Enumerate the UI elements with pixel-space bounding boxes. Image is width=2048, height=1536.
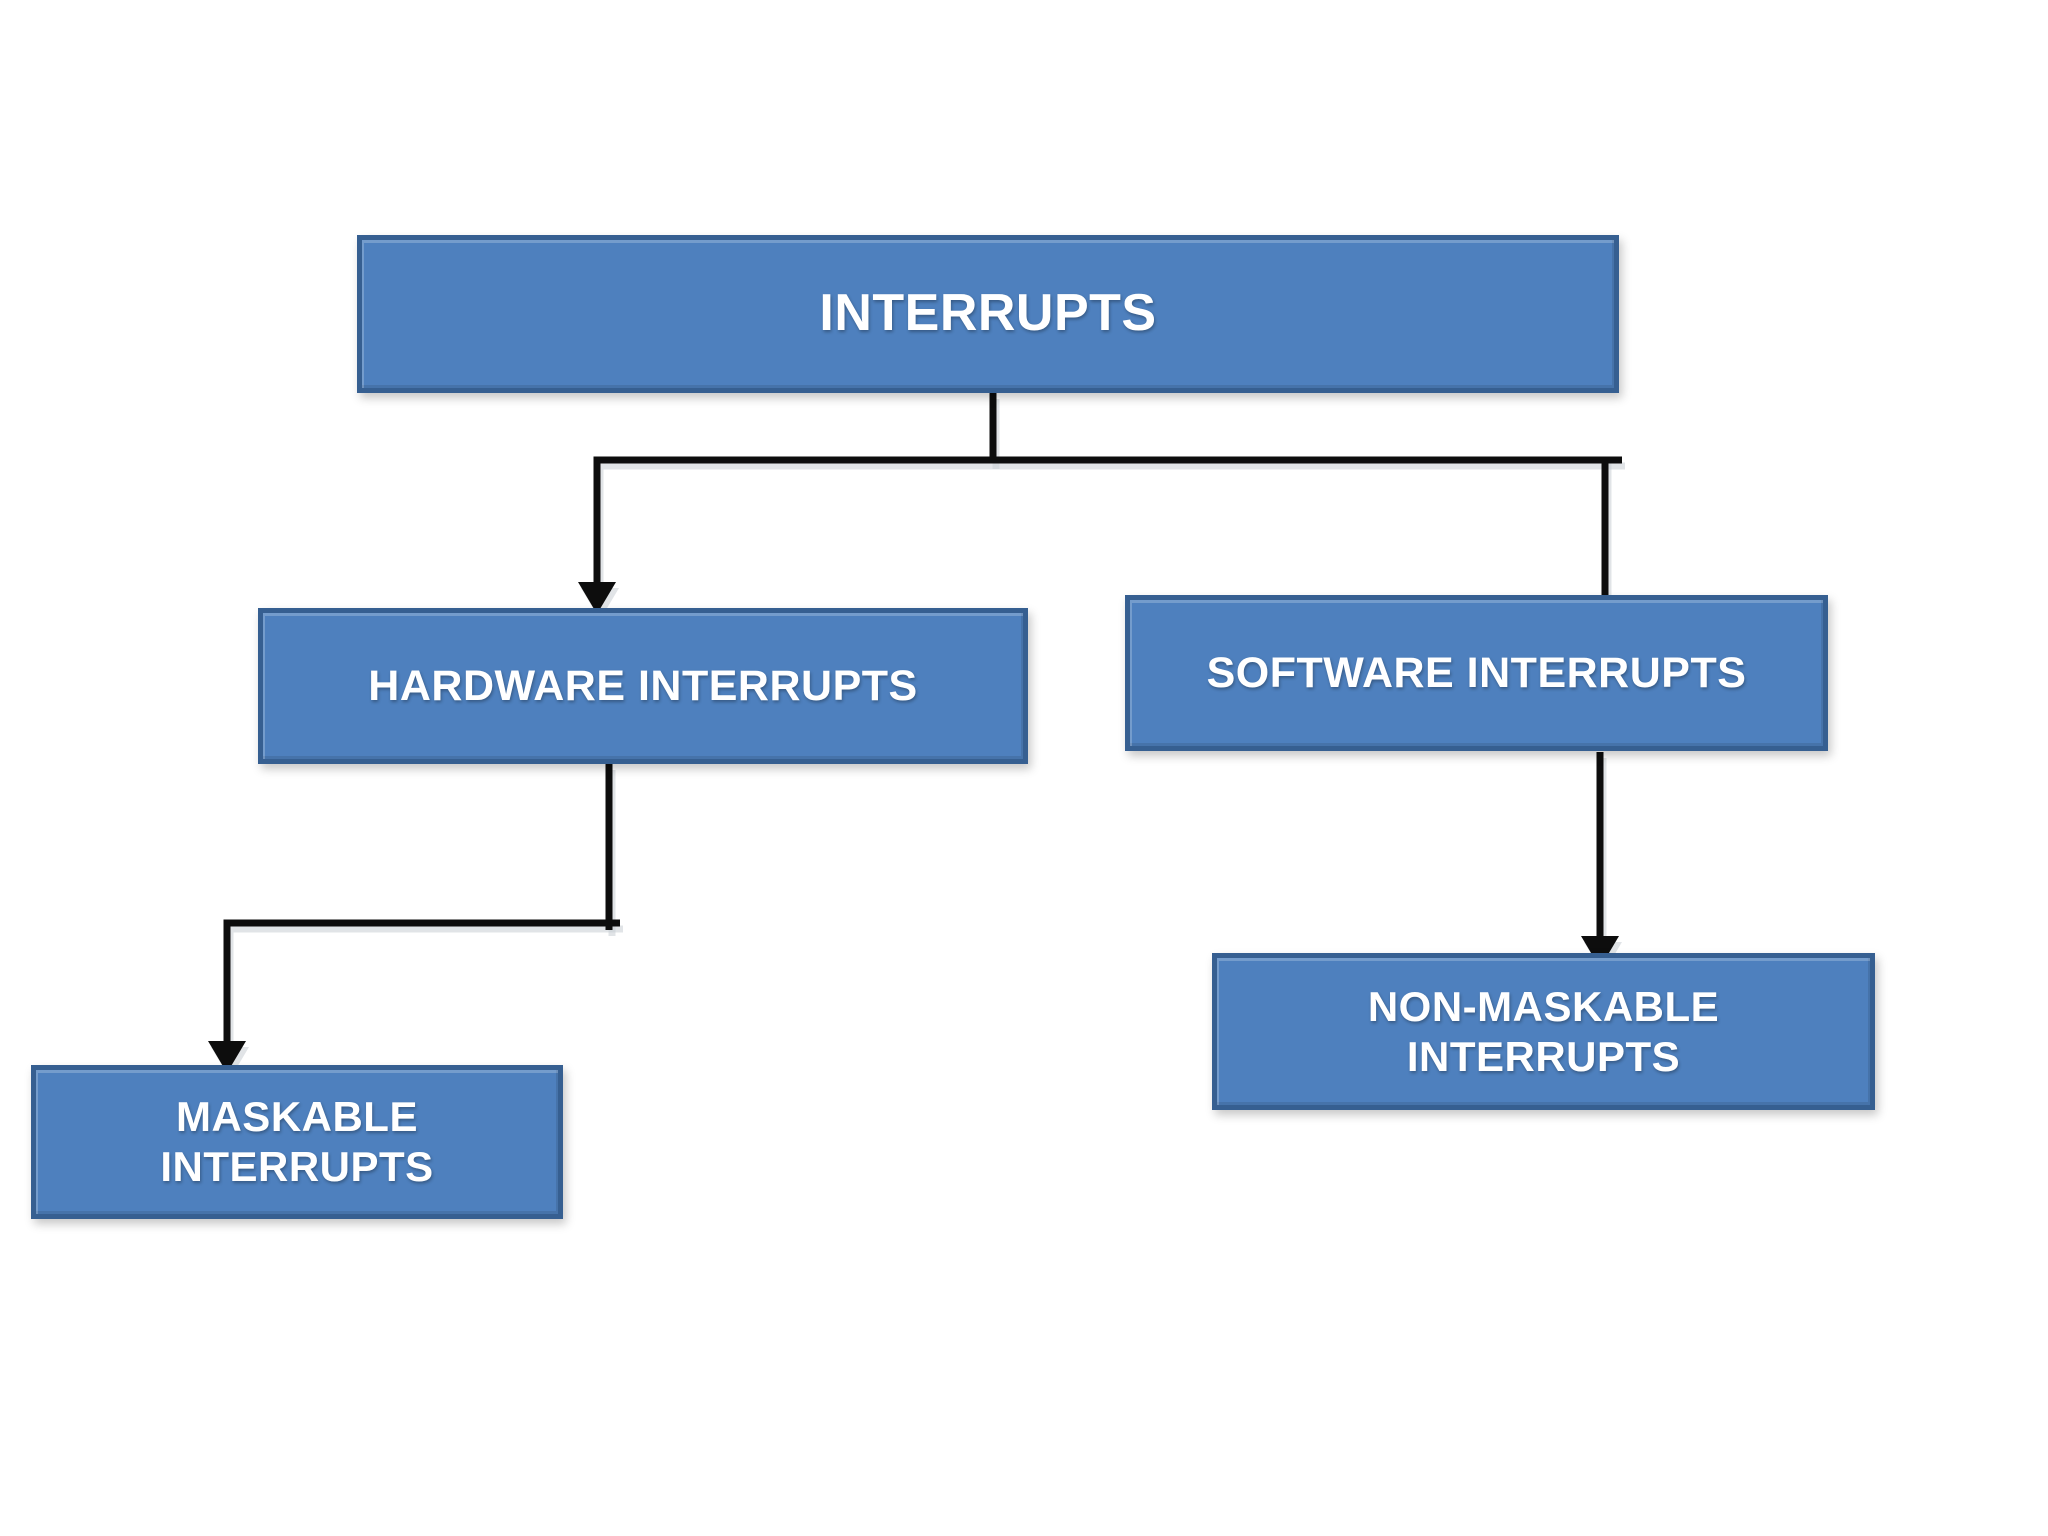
- node-hardware-interrupts: HARDWARE INTERRUPTS: [258, 608, 1028, 764]
- edge-hw-step: [223, 919, 620, 1044]
- node-maskable-interrupts: MASKABLE INTERRUPTS: [31, 1065, 563, 1219]
- node-non-maskable-interrupts: NON-MASKABLE INTERRUPTS: [1212, 953, 1875, 1110]
- edge-root-tee: [593, 456, 1609, 608]
- node-non-maskable-interrupts-label: NON-MASKABLE INTERRUPTS: [1367, 982, 1720, 1080]
- node-hardware-interrupts-label: HARDWARE INTERRUPTS: [368, 661, 918, 710]
- node-software-interrupts: SOFTWARE INTERRUPTS: [1125, 595, 1828, 751]
- node-interrupts: INTERRUPTS: [357, 235, 1619, 393]
- node-software-interrupts-label: SOFTWARE INTERRUPTS: [1206, 648, 1747, 697]
- edge-software-nonmaskable: [1581, 752, 1619, 968]
- node-maskable-interrupts-label: MASKABLE INTERRUPTS: [160, 1093, 434, 1190]
- node-interrupts-label: INTERRUPTS: [819, 284, 1157, 343]
- edge-hardware-maskable: [208, 764, 620, 1073]
